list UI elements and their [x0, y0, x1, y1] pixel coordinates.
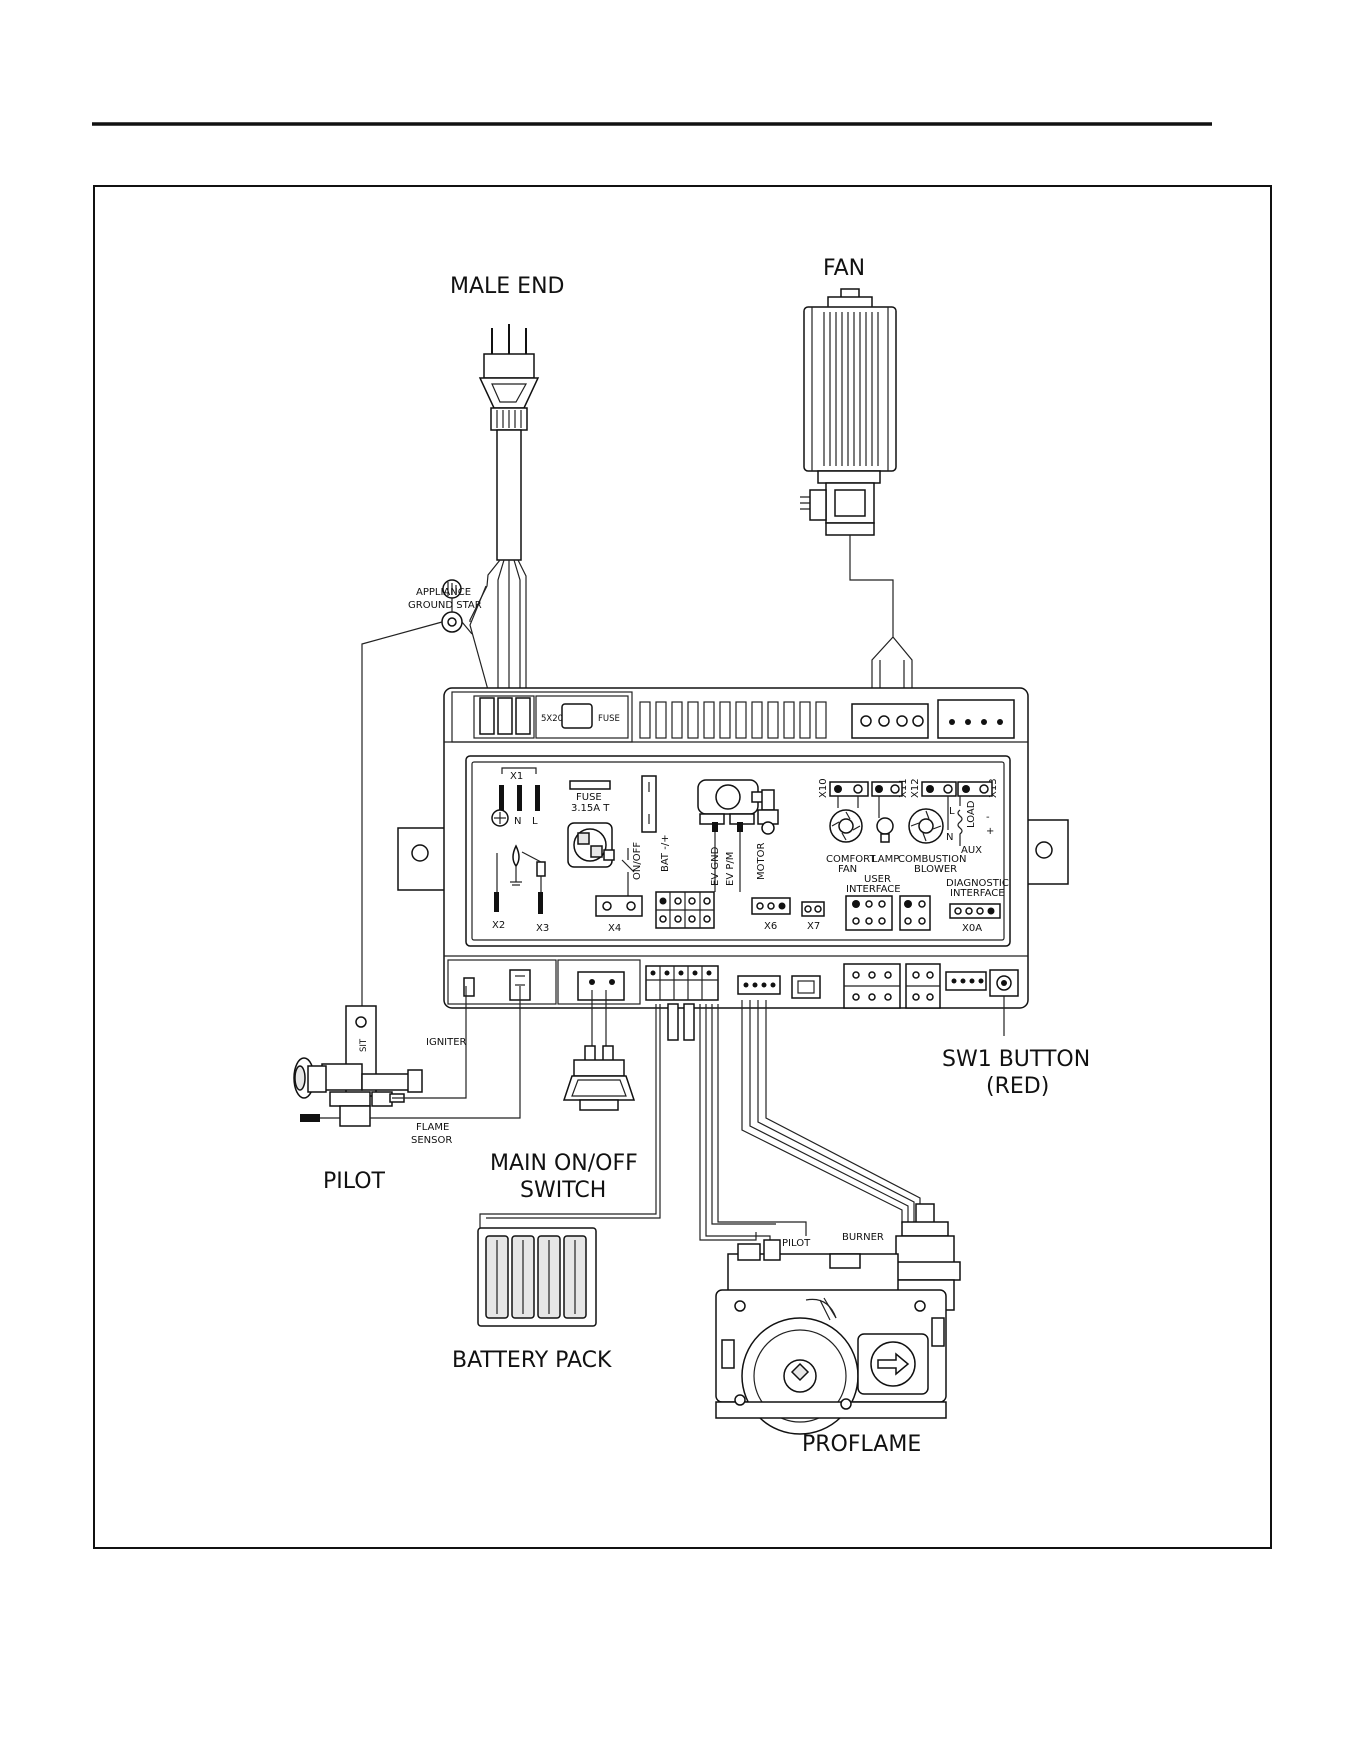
- x10-label: X10: [818, 778, 829, 798]
- male-end-label: MALE END: [450, 274, 564, 299]
- x7-label: X7: [807, 921, 820, 932]
- combustion-blower-label: COMBUSTION: [898, 854, 966, 865]
- diagnostic-interface-label: DIAGNOSTIC: [946, 878, 1009, 889]
- x0a-label: X0A: [962, 923, 982, 934]
- user-interface-label: USER: [864, 874, 891, 885]
- line-label: L: [532, 816, 538, 827]
- neutral-label: N: [514, 816, 521, 827]
- main-switch-label-2: SWITCH: [520, 1178, 606, 1203]
- valve-burner-label: BURNER: [842, 1232, 884, 1243]
- proflame-valve: [715, 1203, 961, 1435]
- ev-pm-label: EV P/M: [725, 852, 736, 886]
- pilot-brand-label: SIT: [359, 1038, 369, 1052]
- x1-label: X1: [510, 771, 523, 782]
- motor-wire-1: [741, 1000, 903, 1224]
- aux-label: AUX: [961, 845, 982, 856]
- user-interface-label-2: INTERFACE: [846, 884, 901, 895]
- comfort-fan-label: COMFORT: [826, 854, 876, 865]
- motor-label: MOTOR: [756, 843, 767, 880]
- x2-label: X2: [492, 920, 505, 931]
- x11-label: X11: [898, 778, 909, 798]
- diagnostic-interface-label-2: INTERFACE: [950, 888, 1005, 899]
- battery-pack-label: BATTERY PACK: [452, 1348, 612, 1373]
- aux-line-label: L: [949, 806, 955, 817]
- igniter-label: IGNITER: [426, 1037, 467, 1048]
- fuse-size-label: 5X20: [541, 714, 563, 724]
- on-off-board-label: ON/OFF: [632, 842, 643, 880]
- x12-label: X12: [910, 778, 921, 798]
- male-end-plug: [478, 324, 540, 561]
- x4-label: X4: [608, 923, 621, 934]
- main-switch-label: MAIN ON/OFF: [490, 1151, 638, 1176]
- svg-text:-: -: [986, 812, 990, 823]
- aux-neutral-label: N: [946, 832, 953, 843]
- battery-wire-1: [479, 1004, 657, 1232]
- valve-pilot-wire-1: [699, 1004, 757, 1241]
- battery-pack: [477, 1227, 597, 1327]
- x3-label: X3: [536, 923, 549, 934]
- svg-text:+: +: [986, 826, 994, 837]
- comfort-fan-label-2: FAN: [838, 864, 857, 875]
- fan-label: FAN: [823, 256, 865, 281]
- flame-sensor-wire: [392, 986, 521, 1119]
- fuse-top-label: FUSE: [598, 714, 620, 724]
- lamp-label: LAMP: [872, 854, 899, 865]
- ground-star-label: APPLIANCE: [416, 587, 471, 598]
- fan: [800, 288, 897, 536]
- power-cable: [469, 559, 527, 694]
- control-board: 5X20 FUSE X1 N L FUSE: [397, 687, 1069, 1009]
- diagram-frame: [93, 185, 1272, 1549]
- flame-sensor-label-2: SENSOR: [411, 1135, 452, 1146]
- sw1-button: [989, 969, 1019, 997]
- sw1-button-label-2: (RED): [986, 1074, 1049, 1099]
- load-label: LOAD: [966, 800, 977, 828]
- x6-label: X6: [764, 921, 777, 932]
- combustion-blower-label-2: BLOWER: [914, 864, 957, 875]
- proflame-label: PROFLAME: [802, 1432, 921, 1457]
- sw1-button-label: SW1 BUTTON: [942, 1047, 1090, 1072]
- battery-board-label: BAT -/+: [660, 834, 671, 872]
- flame-sensor-label: FLAME: [416, 1122, 449, 1133]
- fuse-rating-label: 3.15A T: [571, 803, 610, 814]
- main-switch: [562, 990, 636, 1111]
- pilot-assembly: SIT: [293, 1005, 423, 1127]
- igniter-wire: [392, 986, 467, 1099]
- ground-star-label-2: GROUND STAR: [408, 600, 482, 611]
- valve-pilot-label: PILOT: [782, 1238, 811, 1249]
- pilot-label: PILOT: [323, 1169, 386, 1194]
- x13-label: X13: [988, 778, 999, 798]
- fuse-label: FUSE: [576, 792, 602, 803]
- ground-star: [361, 579, 473, 1009]
